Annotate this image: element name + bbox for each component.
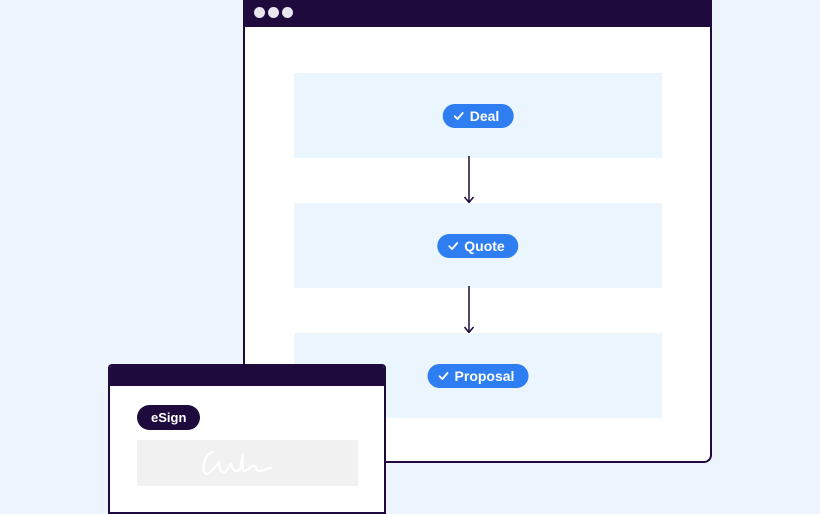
check-icon [438, 371, 449, 380]
window-control-dot[interactable] [254, 7, 265, 18]
esign-badge[interactable]: eSign [137, 405, 201, 430]
esign-window: eSign [108, 364, 386, 514]
workflow-step-quote: Quote [294, 203, 662, 288]
deal-label: Deal [469, 107, 500, 124]
check-icon [453, 111, 464, 120]
workflow-step-deal: Deal [294, 73, 662, 158]
workflow-window-titlebar [245, 0, 710, 27]
window-control-dot[interactable] [268, 7, 279, 18]
window-control-dot[interactable] [282, 7, 293, 18]
proposal-status-pill[interactable]: Proposal [427, 363, 529, 388]
proposal-label: Proposal [454, 367, 515, 384]
check-icon [448, 241, 459, 250]
quote-status-pill[interactable]: Quote [437, 233, 519, 258]
quote-label: Quote [464, 237, 505, 254]
deal-status-pill[interactable]: Deal [442, 103, 514, 128]
arrow-down-icon [463, 156, 475, 204]
signature-field[interactable] [137, 440, 358, 486]
esign-window-titlebar [110, 366, 384, 386]
signature-scribble-icon [202, 450, 273, 475]
arrow-down-icon [463, 286, 475, 334]
